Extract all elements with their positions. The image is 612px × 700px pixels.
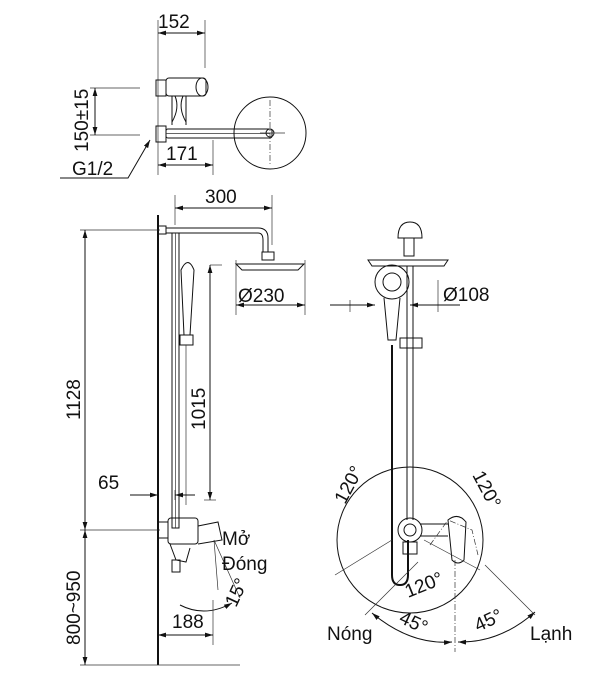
label-lever-angle: 15° [221,575,252,610]
side-lever [447,516,467,564]
ceiling-mount [397,221,423,239]
label-open: Mở [222,529,250,550]
head-top-circle [233,96,307,170]
label-hot: Nóng [327,624,372,645]
rain-head-side [367,259,449,267]
dim-150-15: 150±15 [72,89,93,152]
dim-300: 300 [205,187,237,208]
label-cold-angle: 45° [471,605,506,636]
hand-shower-side [374,264,410,300]
dim-65: 65 [98,473,119,494]
top-view [60,20,307,179]
dim-head-diameter: Ø230 [238,286,284,307]
mixer-valve [167,517,199,545]
dim-152: 152 [158,12,190,33]
dim-hand-diameter: Ø108 [443,285,489,306]
label-angle-right: 120° [468,467,505,512]
thread-label: G1/2 [72,159,113,180]
dim-1015: 1015 [189,388,210,430]
dim-800-950: 800~950 [64,571,85,646]
dim-188: 188 [172,612,204,633]
dim-1128: 1128 [64,379,85,420]
dim-171: 171 [166,144,198,165]
front-view [80,195,306,666]
label-close: Đóng [222,554,267,575]
thread-leader [60,139,151,179]
side-view [330,221,536,652]
side-valve [397,517,423,543]
hand-shower-front [180,262,195,336]
rain-head-front [234,263,306,271]
label-cold: Lạnh [530,624,572,645]
